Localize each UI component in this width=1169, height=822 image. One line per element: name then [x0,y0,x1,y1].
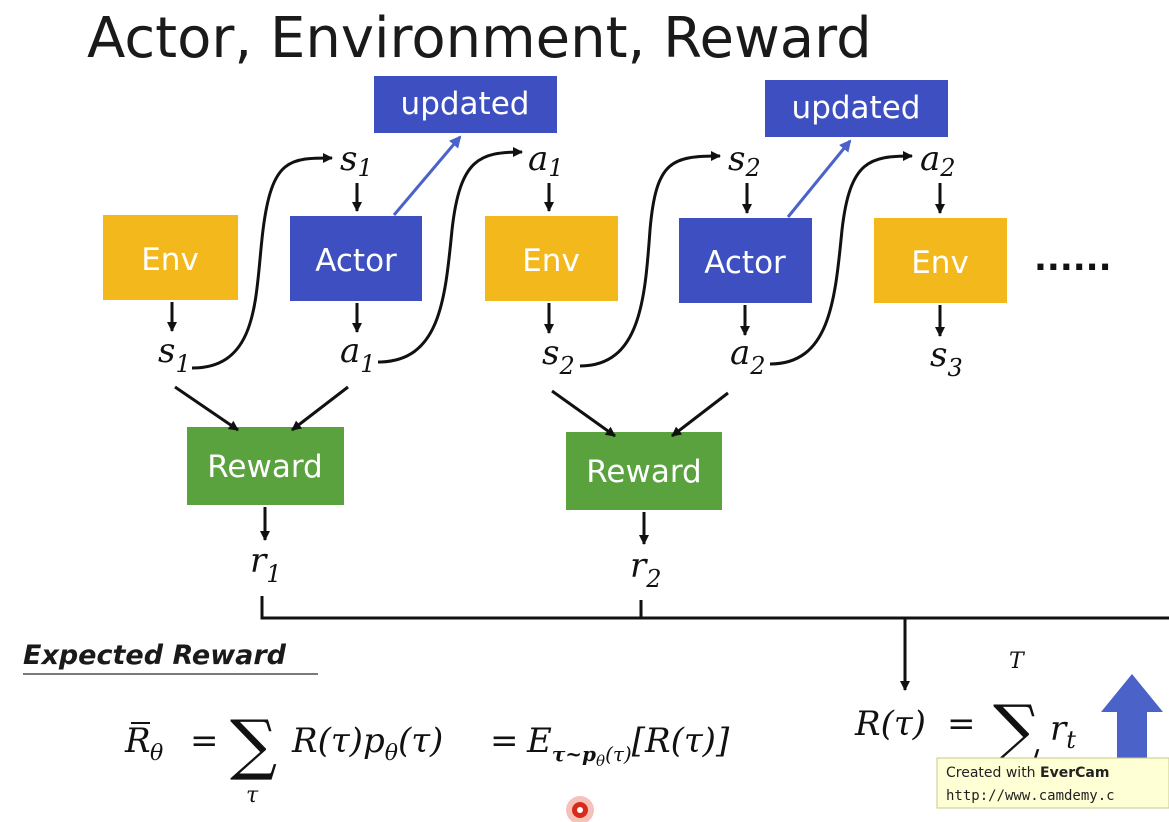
equals-1: = [190,721,219,761]
updated-box-1: updated [374,76,557,133]
equals-3: = [947,704,976,744]
reward-label: Reward [207,449,322,485]
env-label: Env [911,245,969,281]
symbol-r1: r1 [250,541,282,588]
symbol-a1: a1 [340,331,376,378]
updated-box-2: updated [765,80,948,137]
env-box-1: Env [103,215,238,300]
env-box-3: Env [874,218,1007,303]
r-tau-lhs: R(τ) [854,704,926,744]
updated-label: updated [792,90,921,126]
actor-label: Actor [704,245,786,281]
watermark-line-1: Created with EverCam [946,765,1109,781]
curve-a1-to-top [377,147,523,364]
equals-2: = [490,721,519,761]
updated-label: updated [401,86,530,122]
symbol-s3: s3 [930,335,963,382]
continuation-dots: ...... [1034,239,1112,279]
symbol-s1-top: s1 [340,139,373,182]
actor-box-1: Actor [290,216,422,301]
sum-upper-t: T [1009,649,1026,674]
sum-symbol-1: ∑ [230,706,277,783]
reward-label: Reward [586,454,701,490]
curve-s2-to-top [579,151,721,368]
sum-index-tau: τ [246,783,259,808]
curve-a2-to-top [769,151,913,366]
symbol-a2: a2 [730,333,766,380]
env-label: Env [522,243,580,279]
expectation: Eτ~pθ(τ)[R(τ)] [526,721,730,770]
symbol-s1: s1 [158,331,191,378]
reward-box-1: Reward [187,427,344,505]
rbar-symbol: R [124,721,151,761]
watermark-url: http://www.camdemy.c [946,788,1115,804]
symbol-s2-top: s2 [728,139,761,182]
sum-symbol-2: ∑ [993,691,1040,768]
arrow-a2-to-reward [671,391,729,438]
arrow-actor-to-updated-1 [392,135,462,216]
arrow-a1-to-reward [291,385,349,432]
expected-reward-formula: R θ = ∑ τ R(τ)pθ(τ) = Eτ~pθ(τ)[R(τ)] [124,706,730,808]
reward-box-2: Reward [566,432,722,510]
evercam-watermark: Created with EverCam http://www.camdemy.… [936,757,1169,809]
cursor-indicator-icon [566,796,594,822]
symbol-r2: r2 [630,546,662,593]
symbol-a2-top: a2 [920,139,956,182]
rbar-subscript: θ [150,741,163,766]
flow-arrows [167,147,1169,691]
arrow-actor-to-updated-2 [786,139,852,218]
total-reward-formula: R(τ) = T ∑ rt [854,649,1076,768]
env-label: Env [141,242,199,278]
arrow-s1-to-reward [174,385,239,432]
slide-title: Actor, Environment, Reward [87,6,872,71]
actor-box-2: Actor [679,218,812,303]
sum-bracket [260,596,1169,620]
symbol-a1-top: a1 [528,139,564,182]
term-rt: rt [1050,709,1076,754]
arrow-s2-to-reward [551,389,616,438]
up-arrow-icon [1101,674,1163,760]
actor-label: Actor [315,243,397,279]
term-r-tau-p: R(τ)pθ(τ) [291,721,443,766]
expected-reward-heading: Expected Reward [23,640,287,671]
curve-s1-to-top [191,153,333,370]
symbol-s2: s2 [542,333,575,380]
env-box-2: Env [485,216,618,301]
